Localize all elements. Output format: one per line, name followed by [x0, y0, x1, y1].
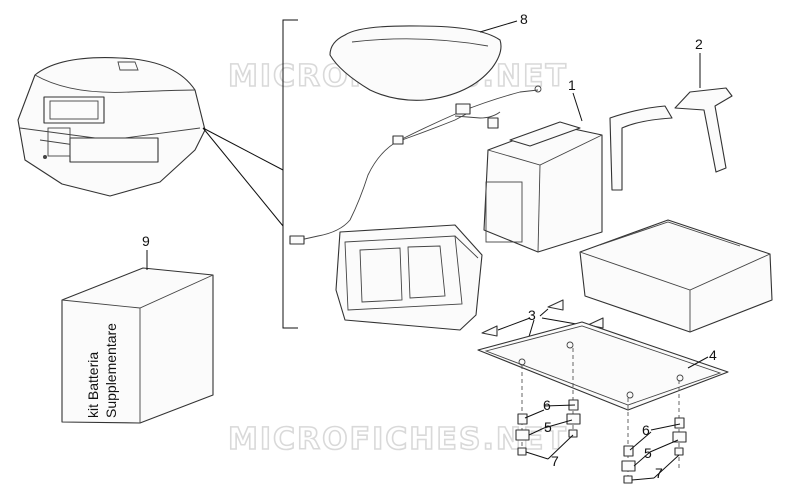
mounting-hardware-left: 6 5 7	[515, 348, 581, 469]
kit-box-label-line-1: kit Batteria	[85, 352, 101, 418]
callout-6-right: 6	[642, 422, 650, 438]
part-1-battery: 1	[483, 77, 603, 253]
callout-6-left: 6	[543, 397, 551, 413]
callout-9: 9	[142, 233, 150, 249]
callout-5-left: 5	[544, 419, 552, 435]
callout-5-right: 5	[644, 445, 652, 461]
part-4-base-plate: 4	[477, 321, 729, 411]
part-9-kit-box: 9 kit Batteria Supplementare	[61, 233, 214, 424]
callout-2: 2	[695, 36, 703, 52]
group-bracket	[202, 19, 298, 329]
top-case	[17, 57, 206, 197]
callout-8: 8	[520, 11, 528, 27]
kit-box-label-line-2: Supplementare	[103, 323, 119, 418]
callout-3: 3	[528, 307, 536, 323]
watermark-bottom: MICROFICHES.NET	[228, 422, 568, 457]
callout-1: 1	[568, 77, 576, 93]
wiring-harness	[289, 85, 542, 245]
mounting-hardware-right: 6 5 7	[621, 380, 687, 484]
callout-7-left: 7	[551, 453, 559, 469]
callout-7-right: 7	[655, 465, 663, 481]
battery-housing	[579, 219, 773, 333]
part-2-strap: 2	[609, 36, 733, 191]
light-unit	[335, 224, 483, 331]
callout-4: 4	[709, 347, 717, 363]
part-8-pad: 8	[329, 11, 528, 101]
